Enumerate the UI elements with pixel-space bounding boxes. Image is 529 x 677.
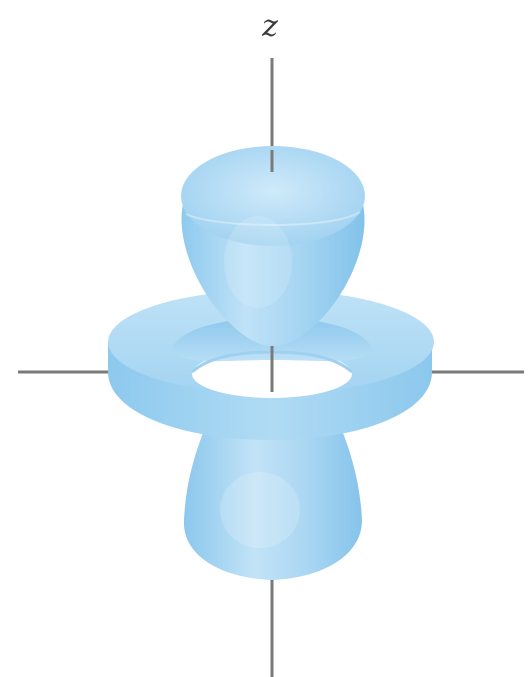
- lower-lobe: [184, 420, 362, 580]
- z-axis-label: z: [261, 9, 278, 44]
